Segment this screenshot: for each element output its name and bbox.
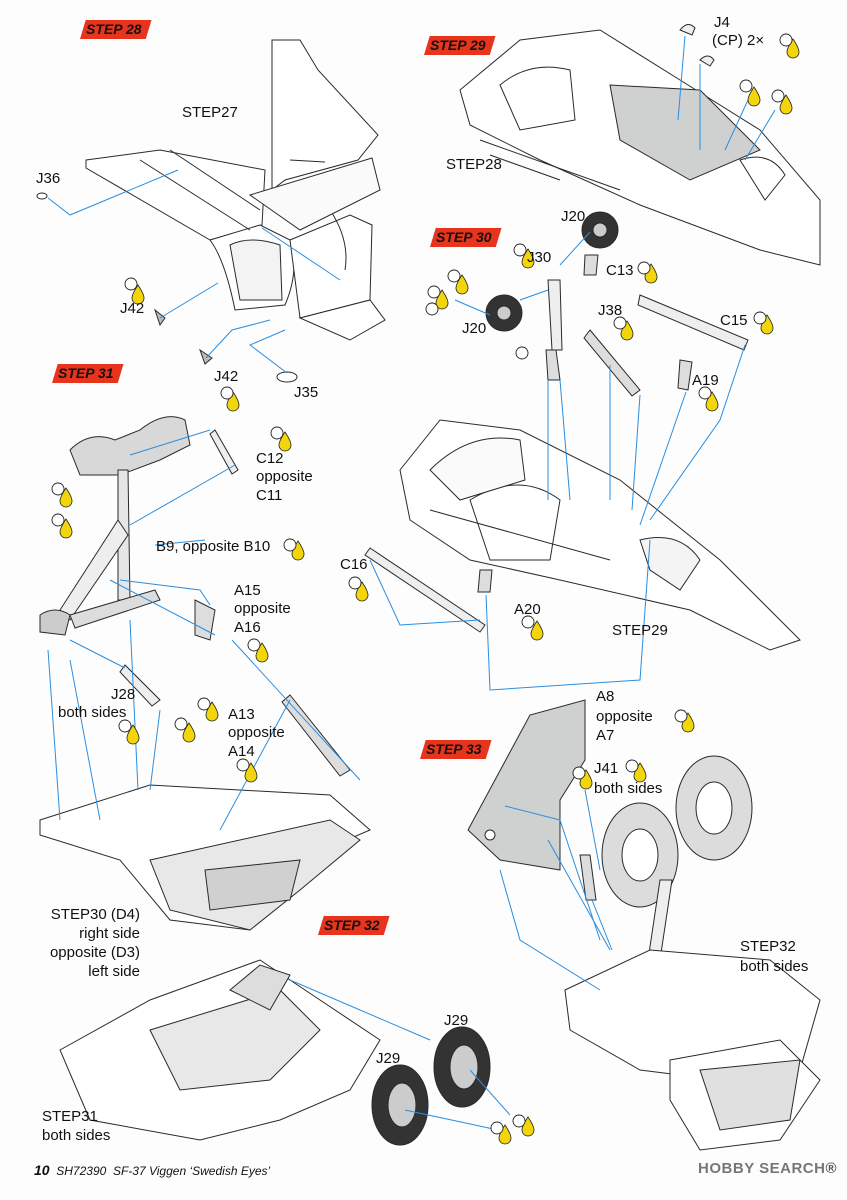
label-j30: J30 xyxy=(527,249,552,266)
label-step30-l3: opposite (D3) xyxy=(49,944,140,961)
step-label: STEP xyxy=(426,741,463,757)
label-step28: STEP28 xyxy=(446,156,502,173)
step28-leader-lines xyxy=(47,169,341,374)
step28-tail-drawing xyxy=(36,39,386,383)
label-j35: J35 xyxy=(294,384,319,401)
label-cp: (CP) 2× xyxy=(712,32,765,49)
step-number: 32 xyxy=(363,917,380,933)
label-step31: STEP31 xyxy=(42,1108,98,1125)
label-j28: J28 xyxy=(111,686,136,703)
label-step31-sides: both sides xyxy=(42,1127,111,1144)
label-a15-opposite: opposite xyxy=(234,600,291,617)
product-title: SF-37 Viggen ‘Swedish Eyes’ xyxy=(112,1164,271,1178)
step-label: STEP xyxy=(436,229,473,245)
label-a16: A16 xyxy=(234,619,261,636)
label-j20-a: J20 xyxy=(561,208,586,225)
label-c13: C13 xyxy=(606,262,634,279)
step-31-banner: STEP 31 xyxy=(52,364,124,383)
watermark-text: HOBBY SEARCH xyxy=(698,1160,826,1177)
label-j36: J36 xyxy=(36,170,61,187)
product-code: SH72390 xyxy=(56,1164,107,1178)
label-j41-sides: both sides xyxy=(594,780,663,797)
step-label: STEP xyxy=(324,917,361,933)
label-a8: A8 xyxy=(596,688,615,705)
label-step30-l1: STEP30 (D4) xyxy=(50,906,140,923)
label-c15: C15 xyxy=(720,312,748,329)
step32-leader-lines xyxy=(289,979,511,1131)
step-32-banner: STEP 32 xyxy=(318,916,390,935)
label-j42-b: J42 xyxy=(214,368,239,385)
label-a8-opposite: opposite xyxy=(596,708,653,725)
label-j4: J4 xyxy=(714,14,730,31)
label-c11: C11 xyxy=(256,487,283,504)
label-a19: A19 xyxy=(692,372,719,389)
step-number: 28 xyxy=(125,21,142,37)
label-c12-opposite: opposite xyxy=(256,468,313,485)
step32-wheels-drawing xyxy=(59,959,491,1146)
label-a13: A13 xyxy=(228,706,255,723)
step-28-banner: STEP 28 xyxy=(80,20,152,39)
step-label: STEP xyxy=(58,365,95,381)
step31-leader-lines xyxy=(47,429,361,831)
label-j38: J38 xyxy=(598,302,623,319)
label-j41: J41 xyxy=(594,760,619,777)
paint-code-circles xyxy=(51,33,793,1135)
label-j29-b: J29 xyxy=(376,1050,401,1067)
step-30-banner: STEP 30 xyxy=(430,228,502,247)
step-number: 30 xyxy=(475,229,492,245)
label-step27: STEP27 xyxy=(182,104,238,121)
label-b9: B9, opposite B10 xyxy=(156,538,271,555)
step-33-banner: STEP 33 xyxy=(420,740,492,759)
label-j28-sides: both sides xyxy=(58,704,127,721)
label-a13-opposite: opposite xyxy=(228,724,285,741)
step-number: 29 xyxy=(469,37,486,53)
label-c12: C12 xyxy=(256,450,284,467)
step-label: STEP xyxy=(86,21,123,37)
step-29-banner: STEP 29 xyxy=(424,36,496,55)
label-step32-sides: both sides xyxy=(740,958,809,975)
label-a7: A7 xyxy=(596,727,615,744)
label-step32: STEP32 xyxy=(740,938,796,955)
label-j29-a: J29 xyxy=(444,1012,469,1029)
label-step30-l4: left side xyxy=(88,963,140,980)
step31-gear-drawing xyxy=(39,416,371,931)
label-step29: STEP29 xyxy=(612,622,668,639)
watermark-registered-mark: ® xyxy=(825,1160,837,1177)
step-label: STEP xyxy=(430,37,467,53)
label-a15: A15 xyxy=(234,582,261,599)
label-j20-b: J20 xyxy=(462,320,487,337)
step33-gear-drawing xyxy=(467,699,821,1151)
step-number: 33 xyxy=(465,741,482,757)
step-number: 31 xyxy=(97,365,114,381)
step29-leader-lines xyxy=(677,35,776,161)
label-j42-a: J42 xyxy=(120,300,145,317)
step30-leader-lines xyxy=(369,231,746,691)
label-a14: A14 xyxy=(228,743,255,760)
label-a20: A20 xyxy=(514,601,541,618)
hobby-search-watermark: HOBBY SEARCH® xyxy=(698,1160,837,1177)
page-number: 10 xyxy=(34,1162,50,1178)
label-c16: C16 xyxy=(340,556,368,573)
step30-fuselage-drawing xyxy=(364,211,801,651)
step29-cockpit-drawing xyxy=(459,24,821,266)
step33-leader-lines xyxy=(499,789,613,991)
label-step30-l2: right side xyxy=(79,925,140,942)
page-footer: 10 SH72390 SF-37 Viggen ‘Swedish Eyes’ xyxy=(34,1162,270,1178)
